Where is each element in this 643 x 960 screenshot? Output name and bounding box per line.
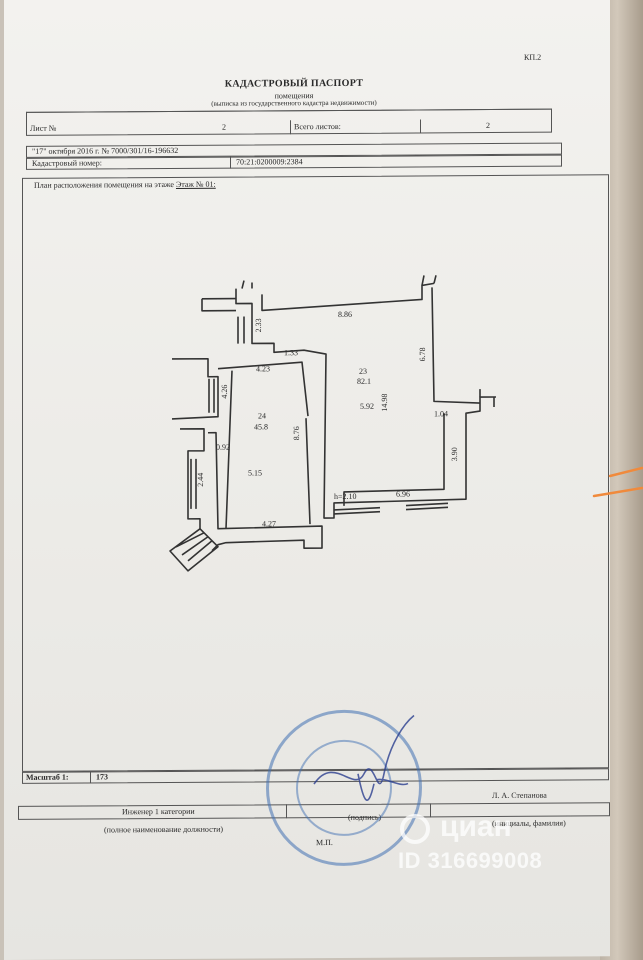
- window-left-upper: [237, 316, 245, 344]
- dim-divider: 8.76: [292, 426, 301, 441]
- orange-marker-stroke: [592, 466, 643, 498]
- cian-logo-icon: [400, 814, 430, 844]
- entrance-stairs: [169, 528, 219, 572]
- inner-wall-right: [431, 287, 481, 404]
- dim-bottom-left: 2.10: [342, 491, 357, 501]
- window-left-lower: [190, 458, 197, 509]
- watermark-brand: циан: [440, 810, 512, 843]
- window-left-middle: [208, 378, 215, 413]
- scale-value: 173: [96, 772, 108, 782]
- room24-walls: [208, 431, 323, 552]
- signer-position: Инженер 1 категории: [122, 806, 195, 817]
- dim-top: 8.86: [338, 309, 352, 319]
- document-page: КП.2 КАДАСТРОВЫЙ ПАСПОРТ помещения (выпи…: [4, 0, 610, 960]
- outer-wall: [235, 288, 496, 519]
- room24-length: 5.15: [248, 468, 262, 478]
- dim-room24-width: 4.23: [256, 364, 270, 374]
- dim-entrance: 2.44: [196, 472, 205, 487]
- left-room-outer: [201, 297, 236, 312]
- inner-wall-right-lower: [343, 413, 445, 506]
- right-notch: [479, 389, 495, 408]
- top-right-notch: [421, 275, 437, 286]
- inner-wall-top: [261, 282, 435, 312]
- height-mark: h=2.10: [334, 492, 357, 502]
- window-bottom-left: [333, 506, 381, 515]
- dim-corner: 1.04: [434, 409, 448, 419]
- room24-area: 45.8: [254, 422, 268, 432]
- left-room-wall: [171, 357, 219, 420]
- dim-room24-height: 4.26: [220, 384, 229, 399]
- dim-right-upper: 6.78: [418, 347, 427, 362]
- room23-area: 82.1: [357, 376, 371, 386]
- top-left-notch: [241, 280, 253, 289]
- room23-number: 23: [359, 366, 367, 376]
- scale-label: Масштаб 1:: [26, 772, 69, 782]
- dim-middle: 14.98: [380, 393, 389, 412]
- room24-inner: [225, 370, 311, 529]
- dim-bottom-right: 6.96: [396, 489, 410, 499]
- floor-plan-drawing: [169, 275, 496, 572]
- room24-number: 24: [258, 411, 266, 421]
- left-room-inner: [217, 361, 309, 417]
- position-caption: (полное наименование должности): [104, 824, 224, 835]
- watermark-id: ID 316699008: [398, 848, 543, 873]
- signature-divider-2: [430, 803, 431, 818]
- entrance-wall: [180, 427, 205, 529]
- signer-name: Л. А. Степанова: [492, 790, 547, 801]
- height-mark-prefix: h=: [334, 491, 343, 501]
- dim-upper-left: 2.33: [254, 318, 263, 333]
- handwritten-signature: [313, 714, 415, 801]
- dim-room24-bottom: 4.27: [262, 519, 276, 529]
- dim-lower-step: 0.92: [216, 442, 230, 452]
- dim-right-lower: 3.90: [450, 447, 459, 462]
- room23-length: 5.92: [360, 401, 374, 411]
- window-bottom-right: [405, 502, 449, 511]
- scale-divider: [90, 771, 91, 784]
- dim-left-step: 1.33: [284, 348, 298, 358]
